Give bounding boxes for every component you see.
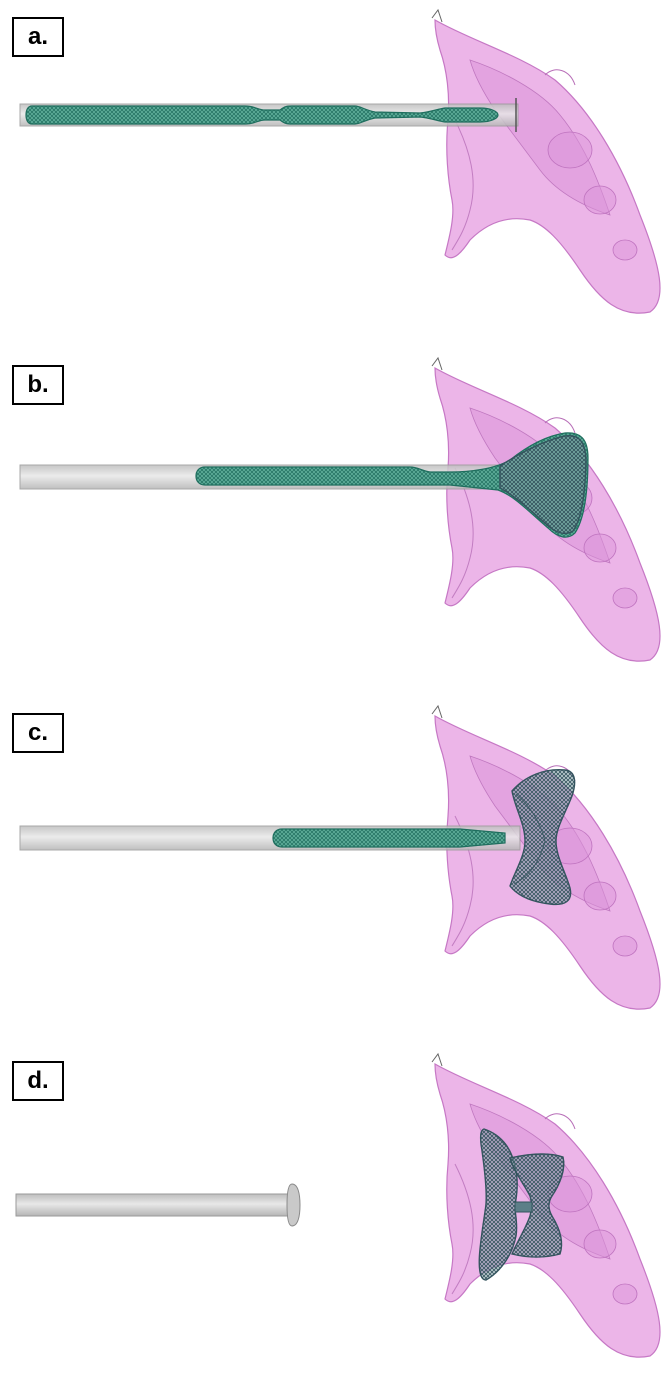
panel-d: d.: [0, 1044, 664, 1392]
delivery-sheath: [16, 1194, 294, 1216]
atrium-shape: [432, 10, 660, 313]
scene-d: [0, 1044, 664, 1392]
panel-c: c.: [0, 696, 664, 1044]
mesh-device-partial: [273, 829, 505, 847]
device-waist: [515, 1202, 532, 1212]
scene-b: [0, 348, 664, 696]
sheath-tip: [287, 1184, 300, 1226]
panel-a: a.: [0, 0, 664, 348]
scene-c: [0, 696, 664, 1044]
scene-a: [0, 0, 664, 348]
panel-b: b.: [0, 348, 664, 696]
